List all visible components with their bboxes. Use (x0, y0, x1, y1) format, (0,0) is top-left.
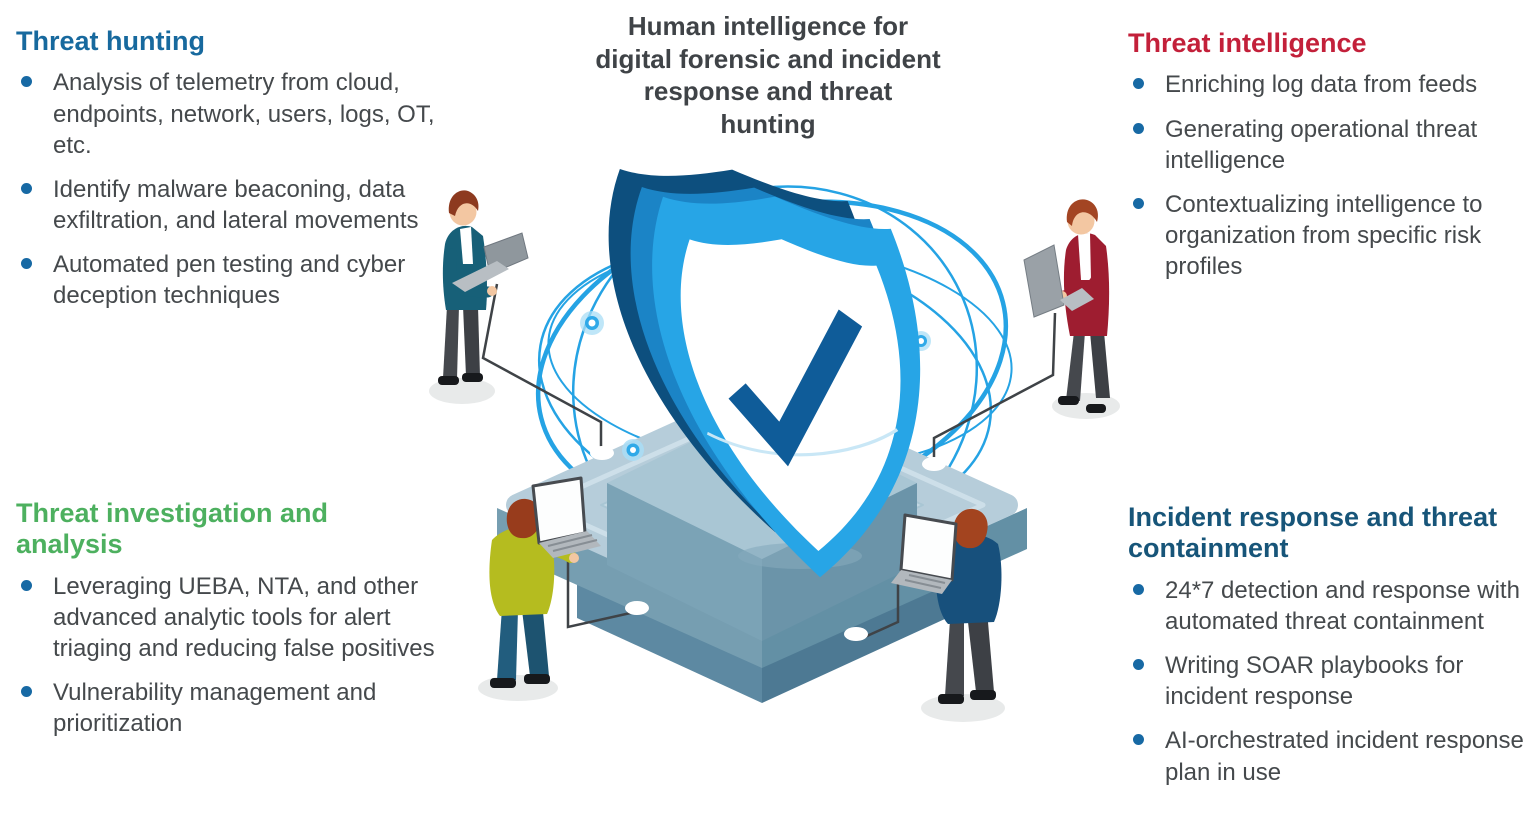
list-item: Enriching log data from feeds (1128, 69, 1528, 100)
shoe (1058, 396, 1079, 405)
platform-node (590, 446, 614, 460)
analyst-bottom-right (891, 508, 1005, 722)
hair (448, 190, 479, 216)
hand (569, 553, 579, 563)
bullet-list: 24*7 detection and response with automat… (1128, 575, 1530, 788)
sweater (489, 526, 555, 616)
laptop-lid (1023, 244, 1065, 318)
glow-node-icon (580, 311, 604, 335)
keyboard-keys (547, 534, 598, 552)
hair (953, 508, 988, 549)
list-item: Leveraging UEBA, NTA, and other advanced… (16, 571, 448, 665)
shoe (438, 376, 459, 385)
leg (522, 610, 549, 676)
section-threat-hunting: Threat hunting Analysis of telemetry fro… (16, 26, 466, 325)
shirt (1078, 233, 1091, 280)
bullet-dot (1133, 583, 1144, 595)
list-item: Automated pen testing and cyber deceptio… (16, 249, 466, 311)
analyst-top-left (429, 190, 529, 404)
bullet-list: Enriching log data from feeds Generating… (1128, 69, 1528, 282)
leg (945, 620, 964, 696)
shirt (460, 227, 473, 264)
connector-line (481, 283, 603, 448)
bullet-list: Analysis of telemetry from cloud, endpoi… (16, 67, 466, 311)
laptop-icon (531, 476, 601, 558)
platform-node (844, 627, 868, 641)
hair (506, 498, 541, 539)
title-line: response and threat (643, 76, 893, 106)
connector-line (857, 584, 900, 642)
bullet-dot (1133, 197, 1144, 209)
check-mark (728, 309, 863, 467)
platform-block-left-face (607, 483, 762, 641)
bullet-dot (21, 686, 32, 698)
connector-line (932, 312, 1057, 459)
laptop-base (452, 261, 509, 292)
section-threat-intelligence: Threat intelligence Enriching log data f… (1128, 28, 1528, 295)
laptop-base (1060, 288, 1094, 311)
section-title: Threat hunting (16, 26, 205, 56)
shoe (938, 694, 964, 704)
bullet-dot (1133, 122, 1144, 134)
laptop-icon (1023, 244, 1094, 318)
shoe (970, 690, 996, 700)
shoe (1086, 404, 1106, 413)
bullet-dot (21, 258, 32, 270)
list-item: Analysis of telemetry from cloud, endpoi… (16, 67, 466, 161)
bullet-list: Leveraging UEBA, NTA, and other advanced… (16, 571, 448, 740)
leg (443, 306, 459, 379)
list-item: AI-orchestrated incident response plan i… (1128, 725, 1530, 787)
platform-node (625, 601, 649, 615)
leg (463, 306, 480, 376)
bullet-dot (21, 182, 32, 194)
title-line: Human intelligence for (627, 11, 909, 41)
platform-node (922, 457, 946, 471)
bullet-dot (1133, 659, 1144, 670)
laptop-icon (891, 513, 958, 594)
bullet-dot (21, 579, 32, 591)
section-incident-response-containment: Incident response and threat containment… (1128, 502, 1530, 801)
section-threat-investigation-analysis: Threat investigation and analysis Levera… (16, 498, 448, 753)
page-title: Human intelligence for digital forensic … (558, 10, 978, 140)
bullet-dot (1133, 734, 1144, 746)
analyst-bottom-left (478, 476, 601, 701)
title-line: digital forensic and incident (595, 43, 941, 74)
section-title: Threat intelligence (1128, 28, 1367, 58)
bullet-dot (21, 76, 32, 88)
leg (968, 622, 994, 692)
laptop-screen (899, 513, 958, 582)
shield-check-icon (598, 150, 946, 595)
laptop-icon (452, 232, 529, 292)
list-item: Vulnerability management and prioritizat… (16, 677, 448, 739)
leg (1066, 332, 1085, 401)
keyboard-keys (904, 574, 946, 589)
shoe (524, 674, 550, 684)
list-item: Contextualizing intelligence to organiza… (1128, 189, 1528, 283)
leg (497, 608, 518, 680)
section-title: Threat investigation and analysis (16, 498, 329, 560)
glow-node-icon (622, 439, 644, 461)
analyst-top-right (1023, 199, 1120, 419)
title-line: hunting (720, 108, 816, 139)
hair (1066, 199, 1098, 226)
hand (487, 286, 497, 296)
orbit-pass-line (707, 428, 899, 457)
list-item: Identify malware beaconing, data exfiltr… (16, 174, 466, 236)
list-item: Generating operational threat intelligen… (1128, 114, 1528, 176)
list-item: Writing SOAR playbooks for incident resp… (1128, 650, 1530, 712)
leg (1090, 332, 1110, 398)
list-item: 24*7 detection and response with automat… (1128, 575, 1530, 637)
shoe (462, 373, 483, 382)
bullet-dot (1133, 78, 1144, 90)
section-title: Incident response and threat containment (1128, 502, 1498, 564)
connectors-front (566, 556, 900, 642)
laptop-screen (531, 476, 587, 545)
shoe (490, 678, 516, 688)
connector-line (566, 556, 636, 629)
connectors-rear (481, 283, 1057, 459)
